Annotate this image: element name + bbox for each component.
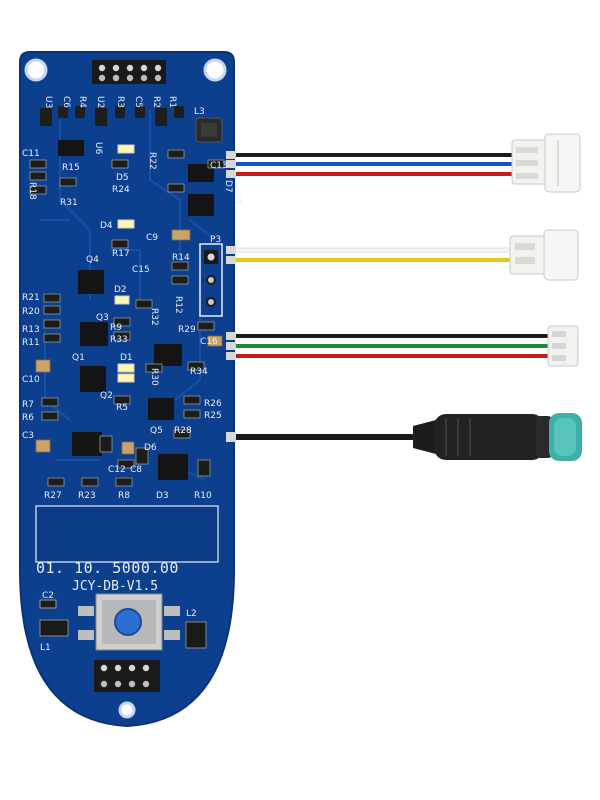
transistor-q5	[148, 398, 174, 420]
designator: R27	[44, 491, 62, 501]
designator: R3	[115, 96, 125, 108]
designator: R26	[204, 399, 222, 409]
designator: C9	[146, 233, 158, 243]
pin-header-top	[92, 60, 166, 84]
designator: C2	[42, 591, 54, 601]
designator: R23	[78, 491, 96, 501]
designator: R28	[174, 426, 192, 436]
designator: D7	[223, 180, 233, 193]
model-id-label: JCY-DB-V1.5	[72, 579, 158, 594]
designator: C6	[61, 96, 71, 108]
designator: R5	[116, 403, 128, 413]
designator: R24	[112, 185, 130, 195]
designator: D1	[120, 353, 133, 363]
designator: U6	[93, 142, 103, 155]
designator: L2	[186, 609, 197, 619]
designator: C13	[210, 161, 228, 171]
designator: C10	[22, 375, 40, 385]
designator: R30	[149, 368, 159, 386]
designator: R17	[112, 249, 130, 259]
designator: R13	[22, 325, 40, 335]
wire-harness-middle	[234, 247, 513, 262]
transistor-q4	[78, 270, 104, 294]
designator: R12	[173, 296, 183, 314]
designator: D4	[100, 221, 113, 231]
waterproof-plug-icon	[413, 413, 582, 461]
designator: C5	[133, 96, 143, 108]
pin-header-bottom	[94, 660, 160, 692]
designator: R1	[167, 96, 177, 108]
p3-label: P3	[210, 235, 221, 245]
wire-harness-top	[234, 153, 515, 176]
designator: Q3	[96, 313, 109, 323]
display-readout: 01. 10. 5000.00	[36, 559, 179, 577]
designator: Q1	[72, 353, 85, 363]
designator: R18	[27, 182, 37, 200]
transistor-q1	[80, 366, 106, 392]
designator: C3	[22, 431, 34, 441]
transistor-q3b	[154, 344, 182, 366]
designator: R6	[22, 413, 34, 423]
diode-d3	[158, 454, 188, 480]
designator: R29	[178, 325, 196, 335]
designator: C16	[200, 337, 218, 347]
designator: R21	[22, 293, 40, 303]
designator: Q4	[86, 255, 99, 265]
lcd-window	[35, 505, 219, 563]
designator: D3	[156, 491, 169, 501]
designator: R25	[204, 411, 222, 421]
designator: R9	[110, 323, 122, 333]
transistor-q3	[80, 322, 108, 346]
designator: R22	[147, 152, 157, 170]
designator: C15	[132, 265, 150, 275]
pcb-board	[19, 51, 236, 728]
led-indicators	[114, 144, 135, 383]
ic-u4	[188, 164, 214, 182]
designator: R8	[118, 491, 130, 501]
designator: D5	[116, 173, 129, 183]
designator: R33	[110, 335, 128, 345]
designator: U3	[43, 96, 53, 108]
designator: R2	[151, 96, 161, 108]
designator: R10	[194, 491, 212, 501]
inductor-l2	[185, 621, 207, 649]
designator: R15	[62, 163, 80, 173]
designator: Q5	[150, 426, 163, 436]
wire-harness-lower	[234, 334, 550, 358]
mounting-hole	[24, 58, 48, 82]
designator: C8	[130, 465, 142, 475]
connector-3pin-small	[547, 325, 579, 367]
mounting-hole	[118, 701, 136, 719]
designator: L3	[194, 107, 205, 117]
designator: R11	[22, 338, 40, 348]
designator: C11	[22, 149, 40, 159]
silkscreen-layer: 01. 10. 5000.00 JCY-DB-V1.5 P3 C11 R15 R…	[22, 96, 243, 653]
designator: R31	[60, 198, 78, 208]
designator: Q2	[100, 391, 113, 401]
designator: R20	[22, 307, 40, 317]
designator: U4	[233, 192, 243, 205]
designator: U2	[95, 96, 105, 108]
inductor-l1	[39, 619, 69, 637]
connector-2pin-middle	[509, 229, 579, 281]
mounting-hole	[203, 58, 227, 82]
designator: D6	[144, 443, 157, 453]
ic-u6	[58, 140, 84, 156]
transistor-q2	[72, 432, 102, 456]
header-p3	[199, 243, 223, 317]
tactile-switch-icon[interactable]	[78, 593, 180, 651]
designator: R7	[22, 400, 34, 410]
designator: D2	[114, 285, 127, 295]
designator: L1	[40, 643, 51, 653]
designator: R34	[190, 367, 208, 377]
designator: C12	[108, 465, 126, 475]
connector-3pin-top	[511, 133, 581, 193]
designator: R4	[77, 96, 87, 108]
designator: R14	[172, 253, 190, 263]
ic-d7	[188, 194, 214, 216]
designator: R32	[149, 308, 159, 326]
